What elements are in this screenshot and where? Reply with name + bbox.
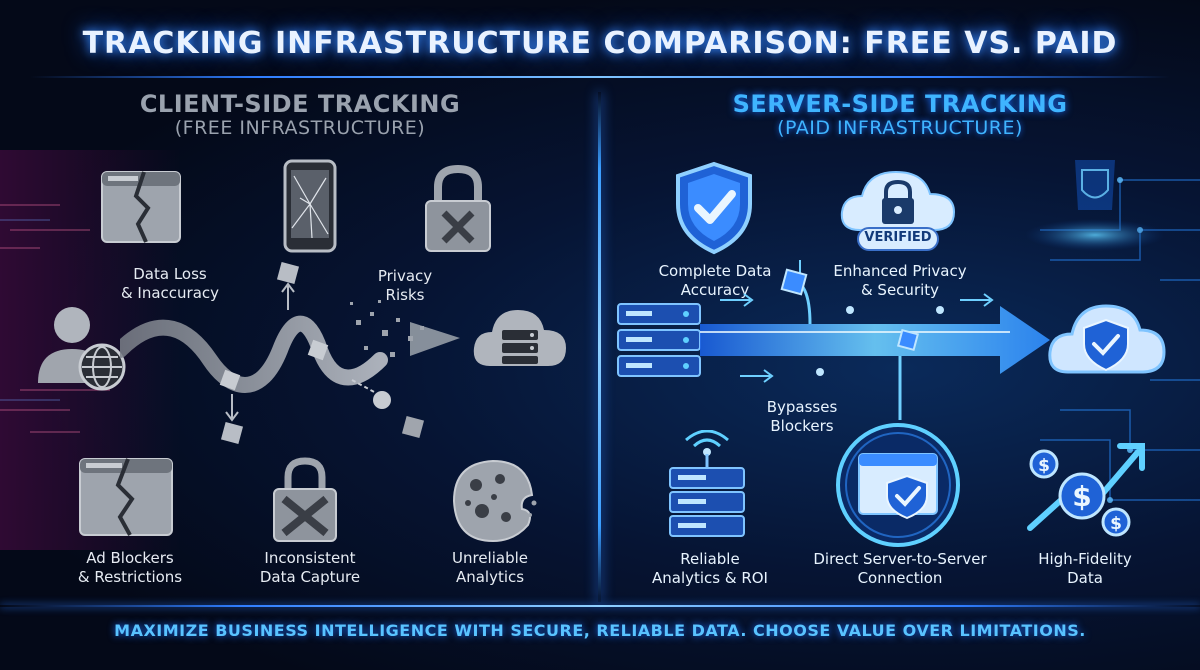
center-divider: [598, 92, 601, 602]
data-loss-label: Data Loss& Inaccuracy: [120, 265, 220, 302]
cube-up-icon: [276, 262, 300, 310]
shield-check-icon: [676, 161, 752, 255]
cube-down-icon: [220, 394, 244, 445]
wavy-data-path: [120, 300, 460, 409]
cracked-phone-icon: [283, 159, 337, 253]
broken-lock-icon: [425, 164, 491, 252]
crossed-lock-icon: [273, 457, 337, 542]
broken-window-icon: [79, 458, 173, 536]
dollar-growth-icon: $ $ $: [1027, 443, 1145, 537]
svg-text:$: $: [1038, 456, 1050, 476]
enhanced-privacy-label: Enhanced Privacy& Security: [833, 262, 967, 299]
footer-tagline: MAXIMIZE BUSINESS INTELLIGENCE WITH SECU…: [114, 621, 1086, 640]
server-signal-icon: [669, 430, 745, 537]
svg-text:$: $: [1072, 480, 1091, 513]
cloud-server-icon: [473, 310, 566, 366]
title-underline: [30, 76, 1170, 78]
server-side-subtitle: (PAID INFRASTRUCTURE): [777, 117, 1023, 139]
broken-browser-icon: [101, 171, 181, 243]
cloud-lock-icon: [840, 170, 956, 251]
verified-badge: VERIFIED: [864, 230, 932, 245]
browser-shield-icon: [836, 423, 960, 547]
cloud-shield-icon: [1048, 304, 1166, 374]
client-side-subtitle: (FREE INFRASTRUCTURE): [174, 117, 426, 139]
data-flow-icon: [700, 260, 1050, 420]
footer-divider: [0, 605, 1200, 607]
server-rack-icon: [617, 303, 701, 377]
main-title: TRACKING INFRASTRUCTURE COMPARISON: FREE…: [82, 26, 1118, 61]
user-globe-icon: [38, 307, 126, 391]
client-side-title: CLIENT-SIDE TRACKING: [139, 90, 461, 118]
ad-blockers-label: Ad Blockers& Restrictions: [77, 549, 183, 586]
pixel-cube-icon: [401, 415, 425, 439]
server-side-title: SERVER-SIDE TRACKING: [732, 90, 1068, 118]
svg-text:$: $: [1110, 514, 1122, 534]
crumbling-cookie-icon: [452, 459, 537, 543]
